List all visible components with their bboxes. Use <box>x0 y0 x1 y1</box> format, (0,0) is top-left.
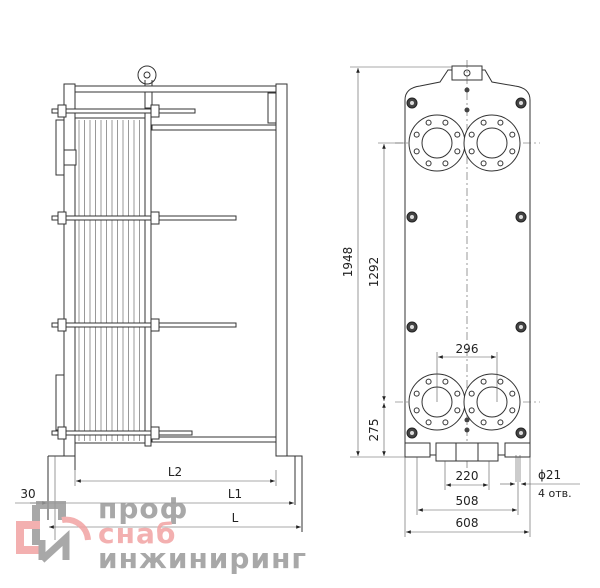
dim-275: 275 <box>367 419 381 442</box>
flange-bolt <box>425 119 432 126</box>
flange-bolt <box>413 390 420 397</box>
flange-bolt <box>480 119 487 126</box>
flange-bolt <box>468 148 475 155</box>
flange-bolt <box>442 419 449 426</box>
watermark-line1: проф <box>98 492 188 525</box>
bolt-nut <box>150 318 160 332</box>
flange-bolt <box>480 378 487 385</box>
port-flange <box>463 114 521 172</box>
foot-right <box>504 442 531 458</box>
dim-l: L <box>232 511 239 525</box>
support-column <box>275 83 288 457</box>
bolt-nut <box>57 211 67 225</box>
plate-pack <box>74 117 149 444</box>
tie-bolt <box>51 215 237 221</box>
watermark-line3: инжиниринг <box>98 542 307 575</box>
flange-bolt <box>497 378 504 385</box>
flange-bolt <box>509 148 516 155</box>
flange-bolt <box>425 378 432 385</box>
flange-bolt <box>497 160 504 167</box>
flange-bolt <box>442 119 449 126</box>
flange-bolt <box>497 119 504 126</box>
rear-foot <box>287 455 303 532</box>
dim-1292: 1292 <box>367 257 381 288</box>
bolt-nut <box>150 104 160 118</box>
nozzle-bottom <box>55 374 65 431</box>
dim-608: 608 <box>456 516 479 530</box>
flange-bolt <box>509 131 516 138</box>
watermark-logo: проф снаб инжиниринг <box>16 492 307 575</box>
dim-296: 296 <box>456 342 479 356</box>
tie-bolts <box>51 104 237 440</box>
bolt-nut <box>57 104 67 118</box>
frame-plate <box>63 83 76 457</box>
flange-bolt <box>509 407 516 414</box>
flange-bolt <box>442 378 449 385</box>
flange-bolt <box>425 160 432 167</box>
flange-bolt <box>454 407 461 414</box>
dim-l2: L2 <box>168 465 182 479</box>
flange-bolt <box>442 160 449 167</box>
dim-l1: L1 <box>228 487 242 501</box>
watermark-line2: снаб <box>98 517 176 550</box>
flange-bolt <box>468 390 475 397</box>
flange-bolt <box>454 131 461 138</box>
dim-hole-diameter: ϕ21 <box>538 468 561 482</box>
flange-bolt <box>425 419 432 426</box>
dim-1948: 1948 <box>341 247 355 278</box>
flange-bolt <box>509 390 516 397</box>
flange-bolt <box>468 131 475 138</box>
bolt-nut <box>150 211 160 225</box>
bolt-nut <box>57 426 67 440</box>
port-flange <box>463 373 521 431</box>
guide-bar <box>151 124 278 131</box>
dim-hole-count: 4 отв. <box>538 487 572 500</box>
dim-508: 508 <box>456 494 479 508</box>
flange-bolt <box>468 407 475 414</box>
tie-bolt <box>51 322 237 328</box>
flange-bolt <box>480 419 487 426</box>
port-flange <box>408 114 466 172</box>
carrying-bar <box>74 85 278 93</box>
tie-bolt <box>51 430 193 436</box>
flange-bolt <box>497 419 504 426</box>
tie-bolt <box>51 108 196 114</box>
front-foot <box>47 455 76 520</box>
bolt-nut <box>57 318 67 332</box>
flange-bolt <box>454 390 461 397</box>
dim-220: 220 <box>456 469 479 483</box>
side-view: L2 L1 30 L <box>15 65 303 540</box>
roller <box>137 65 157 85</box>
foot-left <box>404 442 431 458</box>
flange-bolt <box>413 407 420 414</box>
flange-bolt <box>480 160 487 167</box>
flange-bolt <box>413 131 420 138</box>
bolt-nut <box>150 426 160 440</box>
flange-bolt <box>413 148 420 155</box>
dim-30: 30 <box>20 487 35 501</box>
nozzle-top <box>55 119 65 176</box>
pressure-plate <box>144 107 152 447</box>
front-view: 1948 1292 275 296 220 508 608 ϕ21 4 отв. <box>341 60 580 537</box>
flange-bolt <box>454 148 461 155</box>
